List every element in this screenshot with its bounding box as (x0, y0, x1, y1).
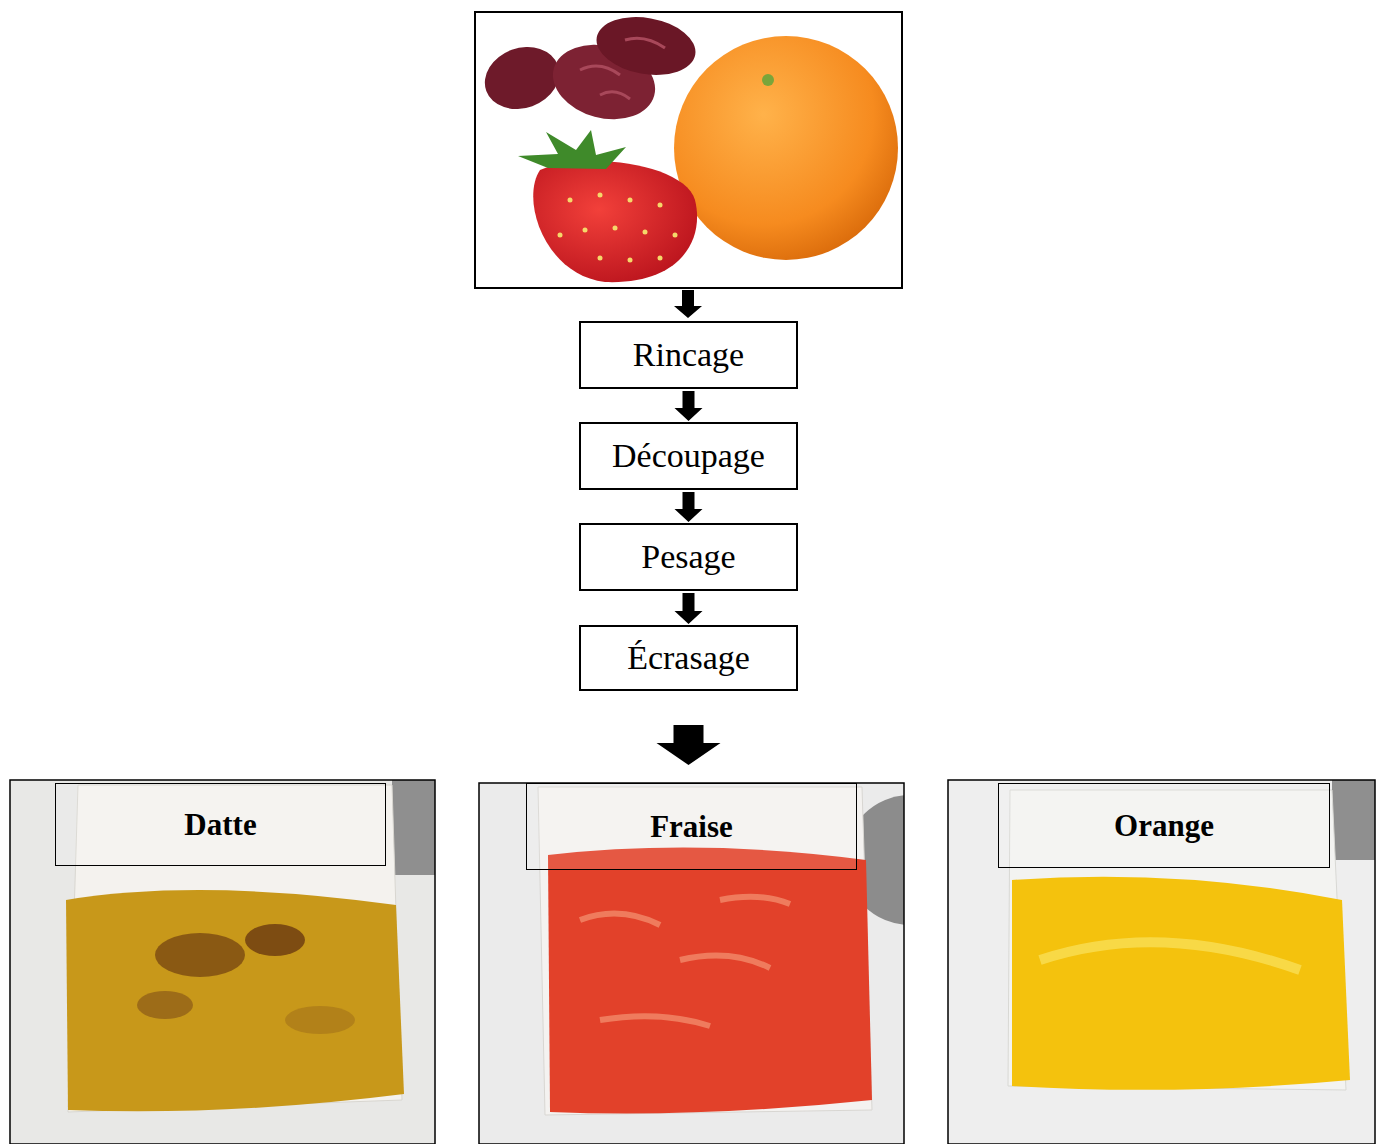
strawberry-photo (479, 783, 904, 1144)
box-label: Datte (184, 807, 256, 843)
box-label: Orange (1114, 808, 1214, 844)
box-label: Écrasage (627, 639, 750, 677)
flow-arrow (675, 492, 703, 522)
box-label: Fraise (650, 809, 733, 845)
box-label: Pesage (641, 538, 735, 576)
box-label: Rincage (633, 336, 744, 374)
orange-juice-photo (948, 780, 1375, 1144)
flow-arrow (674, 290, 702, 318)
sample-label: Fraise (526, 783, 857, 870)
box-label: Découpage (612, 437, 765, 475)
flow-arrow (675, 593, 703, 624)
process-box: Pesage (579, 523, 798, 591)
process-box: Écrasage (579, 625, 798, 691)
fruit-picture (475, 10, 902, 288)
process-box: Rincage (579, 321, 798, 389)
sample-label: Orange (998, 783, 1330, 868)
process-box: Découpage (579, 422, 798, 490)
flow-arrow (657, 725, 721, 765)
date-photo (10, 780, 435, 1144)
flow-arrow (675, 391, 703, 421)
sample-label: Datte (55, 783, 386, 866)
